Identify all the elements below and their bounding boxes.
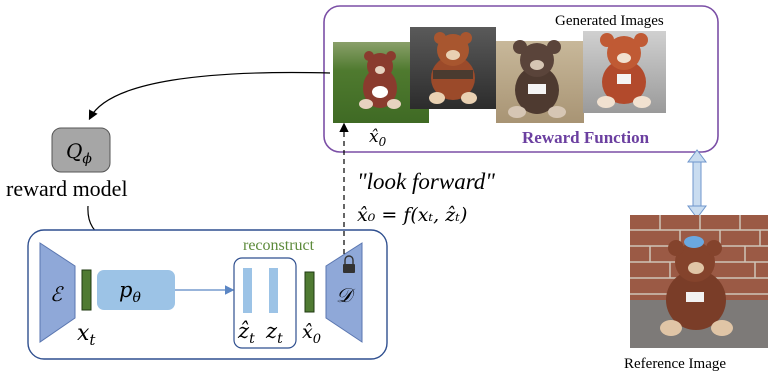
- p-theta-label: pθ: [119, 278, 141, 306]
- z-label: zt: [265, 319, 283, 347]
- lock-icon: [343, 255, 355, 273]
- q-phi-box: [51, 127, 111, 173]
- z-group-box: [233, 257, 297, 349]
- z-bar: [269, 268, 278, 313]
- x0-latent-bar: [304, 271, 315, 313]
- z-hat-bar: [243, 268, 252, 313]
- reward-model-label: reward model: [6, 176, 128, 201]
- encoder-block: [39, 242, 76, 343]
- generated-images-label: Generated Images: [555, 13, 664, 29]
- reward-to-qphi-arrow: [88, 71, 331, 121]
- x0-hat-bottom-label: x̂0: [302, 321, 321, 347]
- x0-hat-top-label: x̂0: [369, 127, 387, 149]
- reference-double-arrow: [687, 149, 707, 219]
- xt-label: xt: [77, 321, 96, 349]
- teddy-image-dark: [410, 27, 496, 109]
- z-hat-label: ẑt: [237, 319, 255, 347]
- reference-image-label: Reference Image: [624, 356, 726, 372]
- teddy-image-brown: [496, 40, 584, 123]
- xt-latent-bar: [81, 269, 92, 311]
- reconstruct-label: reconstruct: [243, 237, 315, 254]
- decoder-label: 𝒟: [336, 283, 356, 307]
- p-theta-block: [97, 270, 175, 310]
- encoder-label: ℰ: [50, 282, 64, 306]
- reward-function-label: Reward Function: [522, 128, 650, 147]
- look-forward-label: "look forward": [357, 169, 495, 194]
- equation-label: x̂₀ = f(xₜ, ẑₜ): [357, 204, 467, 226]
- q-phi-label: Qϕ: [66, 139, 92, 167]
- diffusion-frame: [27, 229, 388, 360]
- teddy-image-reference: [630, 215, 768, 348]
- teddy-image-red: [583, 31, 666, 113]
